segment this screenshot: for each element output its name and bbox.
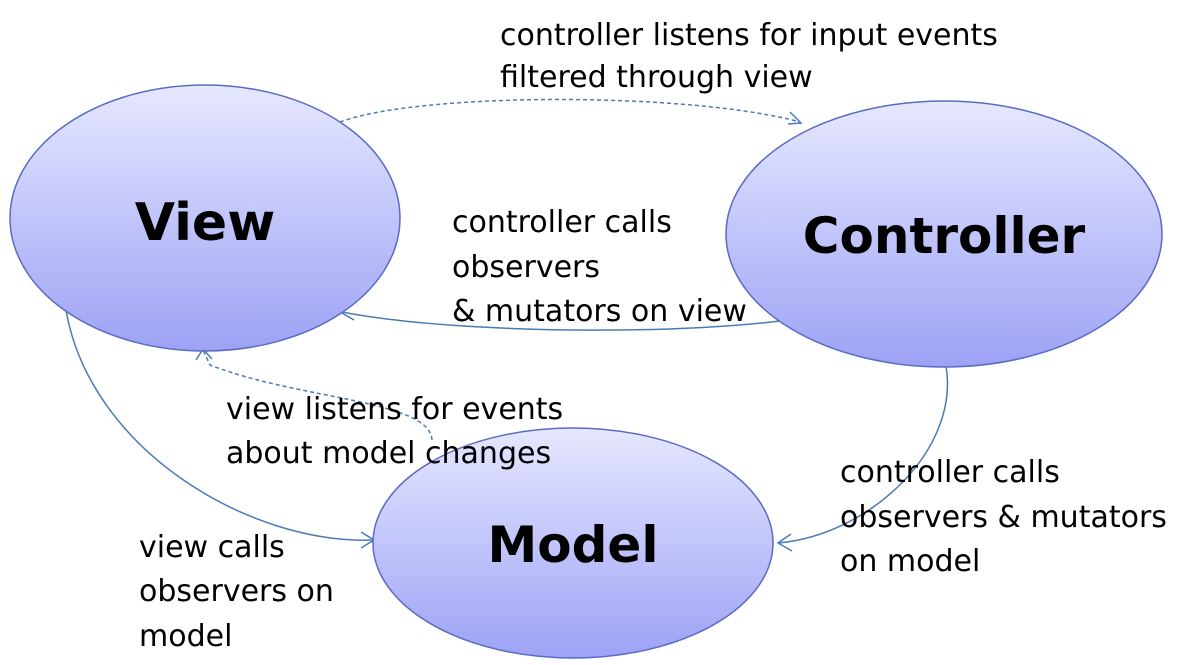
label-controller-to-view-line-2: observers: [452, 250, 600, 285]
label-view-to-controller-line-1: controller listens for input events: [500, 18, 998, 53]
label-controller-to-model: controller calls observers & mutators on…: [840, 455, 1176, 579]
edge-model-to-view: [202, 349, 433, 441]
label-model-to-view: view listens for events about model chan…: [226, 392, 573, 471]
node-model: Model: [372, 427, 774, 659]
label-view-to-controller-line-2: filtered through view: [500, 60, 813, 95]
arrowhead-controller-to-model: [776, 533, 793, 552]
node-view-ellipse: [9, 84, 401, 352]
edges: [65, 98, 949, 552]
edge-view-to-model: [65, 309, 375, 541]
label-view-to-model-line-1: view calls: [139, 530, 285, 565]
label-view-to-controller: controller listens for input events filt…: [500, 18, 1007, 95]
label-model-to-view-line-2: about model changes: [226, 436, 551, 471]
node-controller-ellipse: [725, 100, 1163, 368]
node-model-ellipse: [372, 427, 774, 659]
edge-controller-to-model: [777, 365, 949, 544]
label-controller-to-view-line-1: controller calls: [452, 205, 672, 240]
label-model-to-view-line-1: view listens for events: [226, 392, 563, 427]
node-view-label: View: [135, 193, 275, 253]
edge-view-to-controller: [339, 98, 801, 123]
edge-controller-to-view: [341, 311, 801, 331]
label-controller-to-model-line-3: on model: [840, 544, 980, 579]
node-controller: Controller: [725, 100, 1163, 368]
label-view-to-model-line-3: model: [139, 619, 232, 654]
node-controller-label: Controller: [803, 207, 1086, 265]
node-view: View: [9, 84, 401, 352]
label-controller-to-view: controller calls observers & mutators on…: [452, 205, 747, 329]
node-model-label: Model: [488, 516, 659, 574]
arrowhead-view-to-controller: [787, 111, 803, 125]
label-view-to-model: view calls observers on model: [139, 530, 343, 654]
label-controller-to-view-line-3: & mutators on view: [452, 294, 747, 329]
edge-labels: controller listens for input events filt…: [139, 18, 1176, 654]
label-controller-to-model-line-1: controller calls: [840, 455, 1060, 490]
label-view-to-model-line-2: observers on: [139, 574, 334, 609]
label-controller-to-model-line-2: observers & mutators: [840, 500, 1167, 535]
